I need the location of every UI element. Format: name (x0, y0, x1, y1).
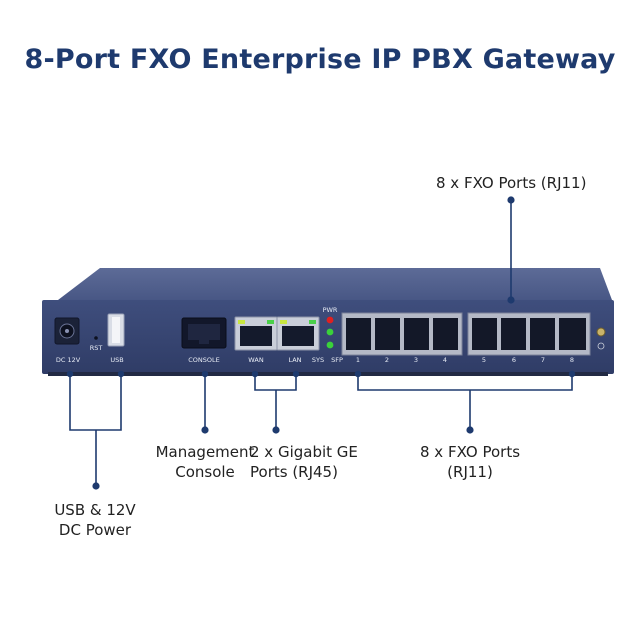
gigabit-bracket (254, 374, 297, 391)
management-line-2: Console (175, 463, 235, 481)
usb-power-line-2: DC Power (58, 521, 132, 539)
port-number-4: 4 (442, 356, 448, 364)
management-callout: Management Console (134, 442, 276, 482)
port-number-8: 8 (569, 356, 575, 364)
device-bottom-edge (48, 372, 608, 376)
port-number-1: 1 (355, 356, 361, 364)
usb-power-callout: USB & 12V DC Power (40, 500, 150, 540)
port-number-2: 2 (384, 356, 390, 364)
management-line-1: Management (155, 443, 255, 461)
usb-power-line-1: USB & 12V (54, 501, 136, 519)
fxo-port-6 (501, 318, 526, 350)
device-top-face (58, 268, 612, 300)
fxo-bottom-line-1: 8 x FXO Ports (419, 443, 521, 461)
pwr-label: PWR (322, 306, 338, 314)
lan-label: LAN (288, 356, 302, 364)
fxo-port-3 (404, 318, 429, 350)
fxo-bottom-callout: 8 x FXO Ports (RJ11) (405, 442, 535, 482)
fxo-port-5 (472, 318, 497, 350)
page-title: 8-Port FXO Enterprise IP PBX Gateway (24, 44, 616, 75)
fxo-bottom-bracket (357, 374, 573, 391)
usb-label: USB (110, 356, 124, 364)
fxo-top-callout: 8 x FXO Ports (RJ11) (436, 174, 587, 192)
console-label: CONSOLE (188, 356, 220, 364)
dc-label: DC 12V (55, 356, 81, 364)
fxo-port-7 (530, 318, 555, 350)
fxo-port-1 (346, 318, 371, 350)
ground-screw (596, 327, 606, 337)
gigabit-line-2: Ports (RJ45) (250, 463, 338, 481)
fxo-port-2 (375, 318, 400, 350)
sfp-led (326, 341, 334, 349)
callout-dots (66, 196, 576, 490)
fxo-bottom-line-2: (RJ11) (447, 463, 493, 481)
fxo-port-8 (559, 318, 586, 350)
rst-label: RST (89, 344, 103, 352)
sfp-label: SFP (331, 356, 343, 364)
port-number-6: 6 (511, 356, 517, 364)
fxo-port-4 (433, 318, 458, 350)
port-number-7: 7 (540, 356, 546, 364)
power-led (326, 316, 334, 324)
gigabit-line-1: 2 x Gigabit GE (250, 443, 358, 461)
usb-dc-bracket (69, 374, 122, 431)
port-number-3: 3 (413, 356, 419, 364)
sys-label: SYS (311, 356, 325, 364)
gigabit-callout: 2 x Gigabit GE Ports (RJ45) (250, 442, 370, 482)
reset-button (94, 336, 98, 340)
wan-label: WAN (248, 356, 264, 364)
callout-lines (69, 200, 573, 486)
sys-led (326, 328, 334, 336)
fxo-ports (346, 318, 586, 350)
port-number-5: 5 (481, 356, 487, 364)
